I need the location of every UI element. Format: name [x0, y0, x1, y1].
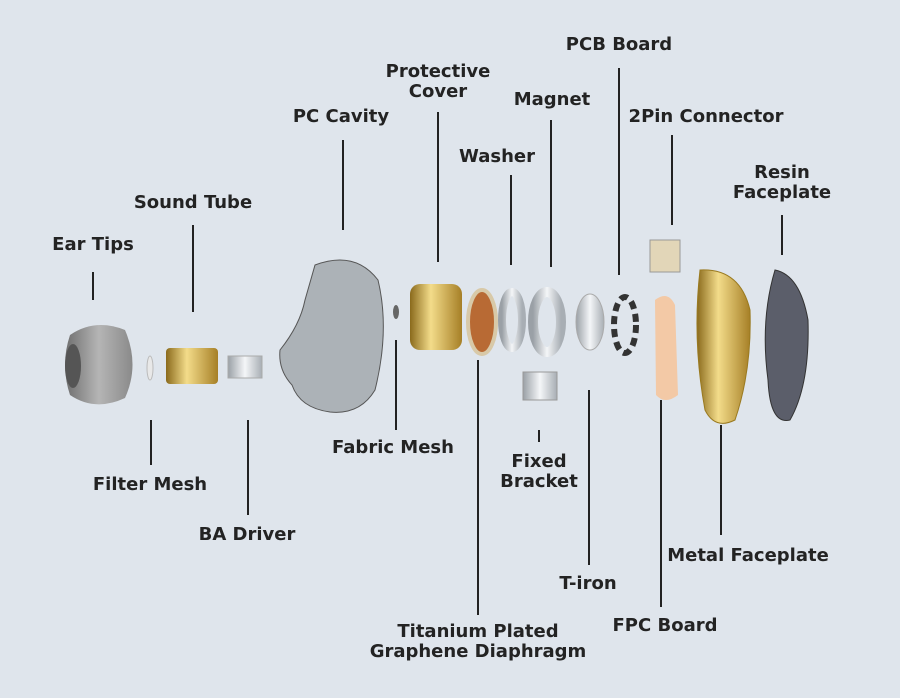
- protective-cover: [410, 284, 462, 350]
- resin-faceplate: [764, 269, 809, 421]
- label-pc-cavity: PC Cavity: [292, 106, 390, 127]
- metal-faceplate: [696, 269, 751, 424]
- label-line-2: Cover: [408, 81, 468, 102]
- label-pcb-board: PCB Board: [565, 34, 673, 55]
- pc-cavity: [279, 259, 384, 413]
- washer: [498, 288, 526, 352]
- filter-mesh: [146, 355, 154, 381]
- pin-connector: [649, 239, 681, 273]
- ba-driver: [227, 355, 263, 379]
- label-ear-tips: Ear Tips: [52, 234, 134, 255]
- sound-tube: [166, 348, 218, 384]
- label-metal-faceplate: Metal Faceplate: [667, 545, 829, 566]
- label-washer: Washer: [459, 146, 535, 167]
- label-magnet: Magnet: [513, 89, 591, 110]
- label-line-1: Resin: [754, 162, 810, 183]
- label-line-2: Faceplate: [732, 182, 832, 203]
- label-sound-tube: Sound Tube: [133, 192, 253, 213]
- fpc-board: [655, 296, 678, 400]
- label-line-1: Protective: [385, 61, 491, 82]
- label-line-2: Bracket: [500, 471, 578, 492]
- label-filter-mesh: Filter Mesh: [92, 474, 208, 495]
- label-line-2: Graphene Diaphragm: [369, 641, 587, 662]
- t-iron: [575, 293, 605, 351]
- label-line-1: Titanium Plated: [397, 621, 559, 642]
- ear-tip: [65, 325, 133, 405]
- pcb-board: [611, 294, 639, 356]
- label-fabric-mesh: Fabric Mesh: [332, 437, 454, 458]
- label-t-iron: T-iron: [559, 573, 617, 594]
- leader-lines: [92, 68, 783, 615]
- label-fpc-board: FPC Board: [612, 615, 718, 636]
- magnet: [528, 287, 566, 357]
- fixed-bracket: [522, 371, 558, 401]
- label-ba-driver: BA Driver: [198, 524, 296, 545]
- label-line-1: Fixed: [511, 451, 567, 472]
- diaphragm: [466, 288, 498, 356]
- label-2pin-connector: 2Pin Connector: [628, 106, 784, 127]
- fabric-mesh: [393, 305, 399, 319]
